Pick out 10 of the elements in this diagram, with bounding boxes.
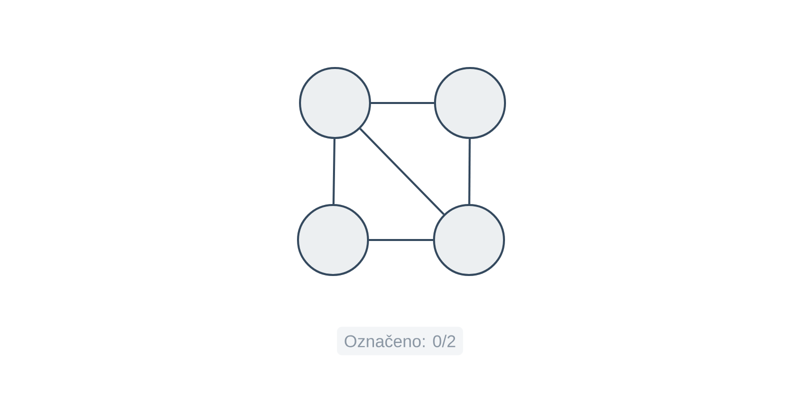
graph-edge xyxy=(369,239,433,241)
graph-vertex xyxy=(433,204,505,276)
graph-edge xyxy=(359,128,445,215)
graph-edge xyxy=(468,138,471,204)
graph-vertex xyxy=(299,67,371,139)
graph-vertex xyxy=(434,67,506,139)
graph-vertex xyxy=(297,204,369,276)
counter-badge: Označeno: 0/2 xyxy=(336,326,464,356)
graph-edge xyxy=(332,138,336,204)
graph-edge xyxy=(371,102,434,104)
